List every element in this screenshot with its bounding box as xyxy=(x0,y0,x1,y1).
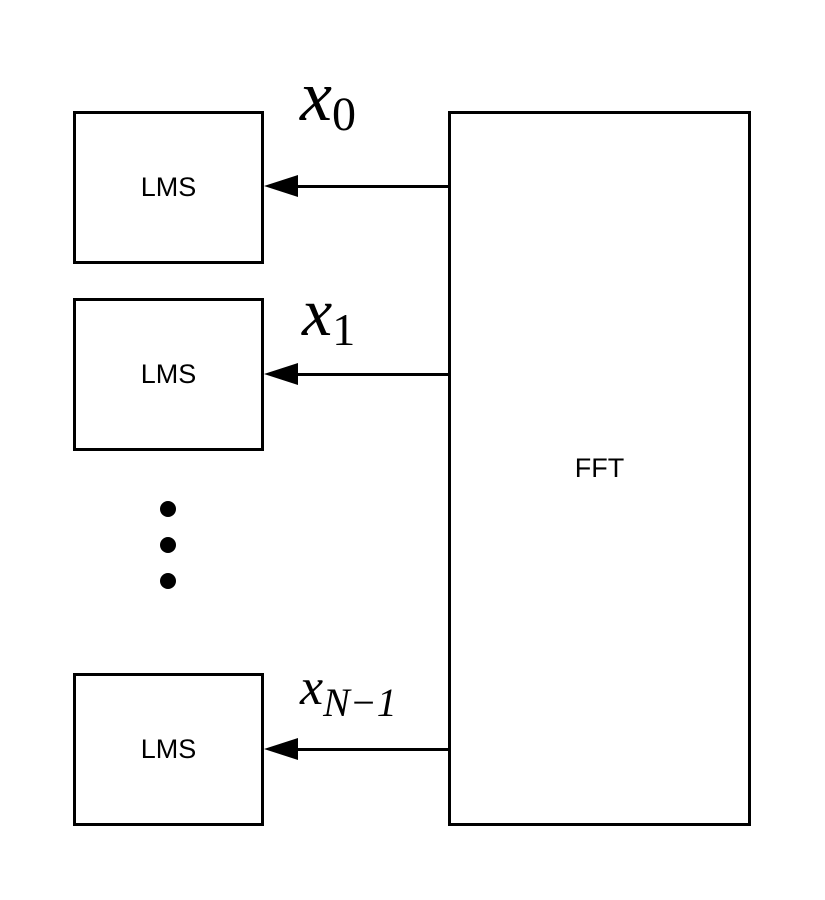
lms-block-0: LMS xyxy=(73,111,264,264)
connector-n-minus-1-arrowhead xyxy=(264,738,298,760)
connector-n-minus-1-line xyxy=(296,748,449,751)
signal-label-0-base: x xyxy=(300,56,332,136)
connector-0-arrowhead xyxy=(264,175,298,197)
fft-block-label: FFT xyxy=(574,453,625,483)
signal-label-1-sub: 1 xyxy=(332,304,356,355)
signal-label-0-sub: 0 xyxy=(331,88,356,141)
signal-label-n-minus-1-base: x xyxy=(300,659,324,716)
lms-block-n-minus-1: LMS xyxy=(73,673,264,826)
ellipsis-dot-1 xyxy=(160,501,176,517)
signal-label-0: x0 xyxy=(300,60,356,139)
lms-block-1-label: LMS xyxy=(140,359,197,389)
fft-block: FFT xyxy=(448,111,751,826)
connector-0-line xyxy=(296,185,449,188)
ellipsis-dot-2 xyxy=(160,537,176,553)
connector-1-line xyxy=(296,373,449,376)
signal-label-1-base: x xyxy=(302,274,333,350)
lms-block-0-label: LMS xyxy=(140,172,197,202)
lms-block-n-minus-1-label: LMS xyxy=(140,734,197,764)
connector-1-arrowhead xyxy=(264,363,298,385)
ellipsis-dot-3 xyxy=(160,573,176,589)
signal-label-n-minus-1-sub: N−1 xyxy=(323,680,397,725)
signal-label-1: x1 xyxy=(302,278,355,353)
lms-block-1: LMS xyxy=(73,298,264,451)
signal-label-n-minus-1: xN−1 xyxy=(300,659,397,723)
